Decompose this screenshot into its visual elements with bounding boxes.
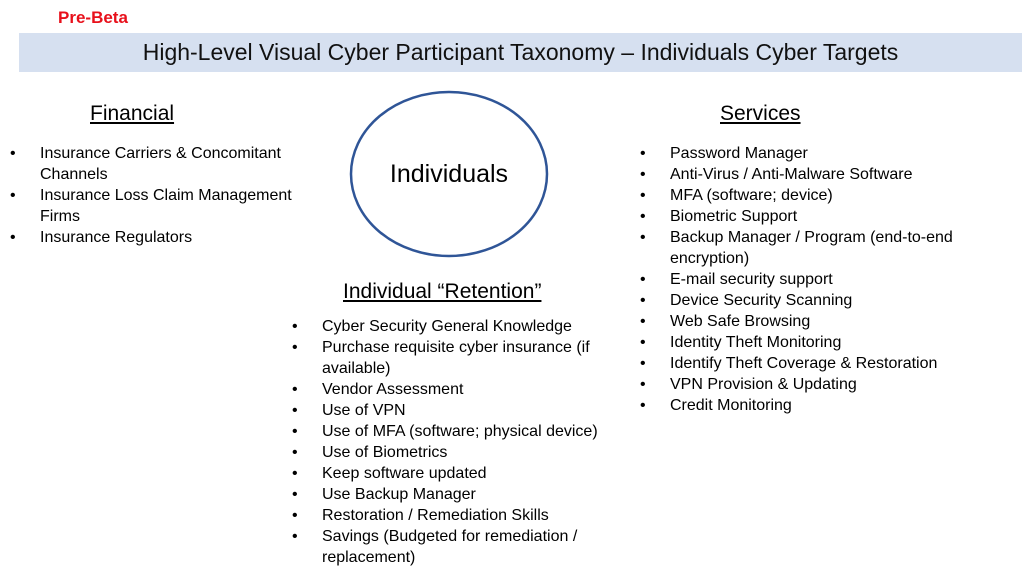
services-list: Password Manager Anti-Virus / Anti-Malwa… xyxy=(640,143,1000,416)
list-item: Device Security Scanning xyxy=(640,290,1000,311)
title-bar: High-Level Visual Cyber Participant Taxo… xyxy=(19,33,1022,72)
list-item: VPN Provision & Updating xyxy=(640,374,1000,395)
individuals-ellipse xyxy=(349,90,549,258)
list-item: Biometric Support xyxy=(640,206,1000,227)
retention-list: Cyber Security General Knowledge Purchas… xyxy=(292,316,632,568)
page-title: High-Level Visual Cyber Participant Taxo… xyxy=(142,39,899,65)
individuals-label: Individuals xyxy=(389,160,509,188)
financial-list: Insurance Carriers & Concomitant Channel… xyxy=(10,143,330,248)
list-item: Cyber Security General Knowledge xyxy=(292,316,632,337)
retention-heading: Individual “Retention” xyxy=(343,280,542,303)
list-item: Credit Monitoring xyxy=(640,395,1000,416)
list-item: Web Safe Browsing xyxy=(640,311,1000,332)
list-item: Use of MFA (software; physical device) xyxy=(292,421,632,442)
list-item: Restoration / Remediation Skills xyxy=(292,505,632,526)
list-item: Insurance Carriers & Concomitant Channel… xyxy=(10,143,330,185)
pre-beta-badge: Pre-Beta xyxy=(58,8,128,27)
services-heading: Services xyxy=(720,102,801,125)
list-item: Use Backup Manager xyxy=(292,484,632,505)
list-item: Keep software updated xyxy=(292,463,632,484)
list-item: MFA (software; device) xyxy=(640,185,1000,206)
list-item: Vendor Assessment xyxy=(292,379,632,400)
list-item: Use of Biometrics xyxy=(292,442,632,463)
list-item: Anti-Virus / Anti-Malware Software xyxy=(640,164,1000,185)
list-item: Insurance Regulators xyxy=(10,227,330,248)
list-item: Identity Theft Monitoring xyxy=(640,332,1000,353)
financial-heading: Financial xyxy=(90,102,175,125)
list-item: Savings (Budgeted for remediation / repl… xyxy=(292,526,632,568)
list-item: Identify Theft Coverage & Restoration xyxy=(640,353,1000,374)
list-item: Insurance Loss Claim Management Firms xyxy=(10,185,330,227)
list-item: E-mail security support xyxy=(640,269,1000,290)
list-item: Purchase requisite cyber insurance (if a… xyxy=(292,337,632,379)
list-item: Password Manager xyxy=(640,143,1000,164)
list-item: Backup Manager / Program (end-to-end enc… xyxy=(640,227,1000,269)
list-item: Use of VPN xyxy=(292,400,632,421)
